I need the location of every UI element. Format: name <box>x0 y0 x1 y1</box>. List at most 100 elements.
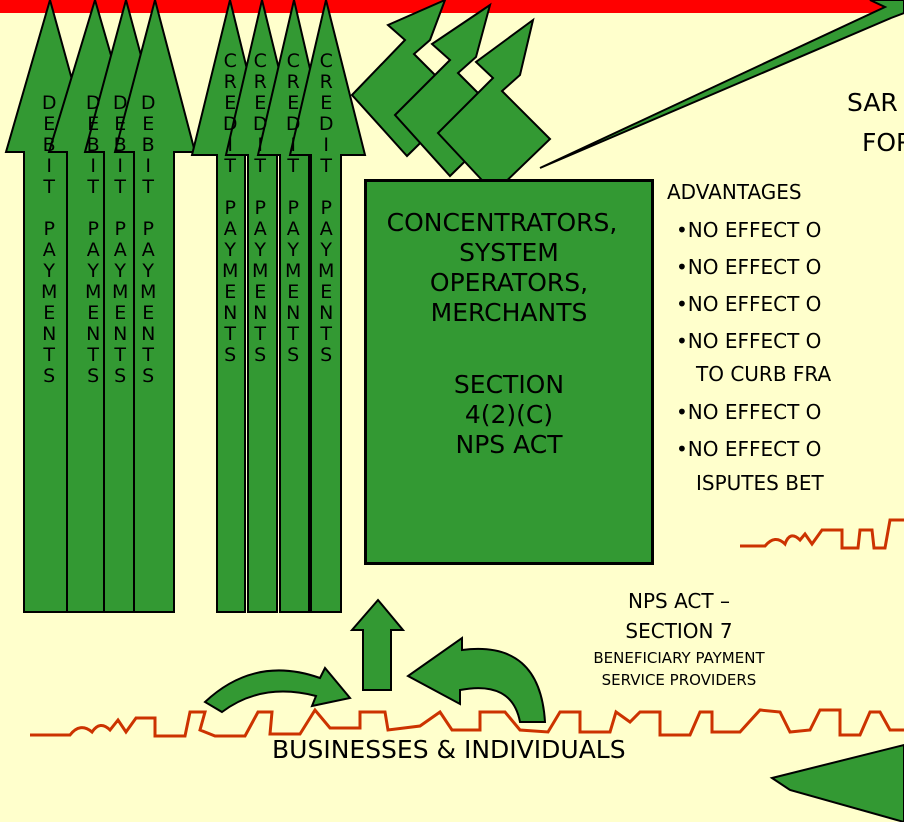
long-arrow <box>539 0 904 169</box>
arrow-letter: T <box>254 155 266 177</box>
arrow-letter: M <box>112 281 129 303</box>
arrow-letter: T <box>287 323 299 345</box>
nps-line-2: SECTION 7 <box>625 619 733 643</box>
arrow-letter: Y <box>287 239 299 261</box>
bullet-5: •NO EFFECT O <box>676 400 822 424</box>
debit-arrow-4 <box>113 0 197 613</box>
arrow-letter: M <box>41 281 58 303</box>
arrow-letter: E <box>254 281 267 303</box>
arrow-letter <box>323 177 329 198</box>
arrow-letter: I <box>117 155 123 177</box>
arrow-letter <box>257 177 263 198</box>
nps-section-7: NPS ACT – SECTION 7 BENEFICIARY PAYMENT … <box>544 586 814 690</box>
arrow-letter: E <box>287 281 300 303</box>
arrow-letter: M <box>140 281 157 303</box>
fan-arrows <box>350 0 904 195</box>
arrow-letter: S <box>114 365 127 387</box>
box-line-6: 4(2)(C) <box>464 400 554 429</box>
arrow-letter: P <box>224 197 236 219</box>
arrow-letter: D <box>140 92 156 114</box>
arrow-letter: M <box>318 260 335 282</box>
bullet-4-cont: TO CURB FRA <box>696 362 832 386</box>
arrow-letter: N <box>86 323 101 345</box>
arrow-letter: A <box>319 218 333 240</box>
arrow-letter: D <box>112 92 128 114</box>
right-title-2: FOR <box>862 128 904 157</box>
arrow-letter: D <box>41 92 57 114</box>
right-title-1: SAR <box>847 88 898 117</box>
bullet-2: •NO EFFECT O <box>676 255 822 279</box>
arrow-letter: A <box>141 239 155 261</box>
credit-arrows <box>190 0 367 613</box>
arrow-letter: E <box>142 302 155 324</box>
arrow-letter: I <box>90 155 96 177</box>
advantages-heading: ADVANTAGES <box>667 180 802 204</box>
arrow-letter: T <box>114 176 126 198</box>
arrow-letter: D <box>222 113 238 135</box>
arrow-letter: R <box>319 71 333 93</box>
bullet-6-cont: ISPUTES BET <box>696 471 824 495</box>
arrow-letter: S <box>142 365 155 387</box>
arrow-letter: T <box>320 155 332 177</box>
arrow-letter: E <box>320 281 333 303</box>
arrow-letter: I <box>257 134 263 156</box>
nps-line-4: SERVICE PROVIDERS <box>601 671 757 689</box>
arrow-letter: Y <box>114 260 126 282</box>
skyline-right-icon <box>740 518 904 550</box>
arrow-letter: D <box>85 92 101 114</box>
arrow-letter: E <box>87 302 100 324</box>
arrow-letter: D <box>285 113 301 135</box>
arrow-letter: S <box>320 344 333 366</box>
bullet-6: •NO EFFECT O <box>676 437 822 461</box>
box-line-3: OPERATORS, <box>429 268 589 297</box>
arrow-letter: T <box>287 155 299 177</box>
arrow-letter: Y <box>87 260 99 282</box>
arrow-letter: E <box>320 92 333 114</box>
arrow-letter: S <box>87 365 100 387</box>
arrow-letter: C <box>223 50 237 72</box>
arrow-letter: E <box>224 92 237 114</box>
curved-arrow-left <box>203 666 352 714</box>
arrow-letter: A <box>86 239 100 261</box>
box-line-7: NPS ACT <box>455 430 563 459</box>
arrow-letter: T <box>320 323 332 345</box>
bullet-4: •NO EFFECT O <box>676 329 822 353</box>
arrow-letter: R <box>286 71 300 93</box>
arrow-letter: P <box>287 197 299 219</box>
arrow-letter: I <box>323 134 329 156</box>
arrow-letter: E <box>114 302 127 324</box>
arrow-letter: S <box>287 344 300 366</box>
arrow-letter: N <box>286 302 301 324</box>
nps-line-1: NPS ACT – <box>628 589 730 613</box>
arrow-letter <box>290 177 296 198</box>
arrow-letter: P <box>114 218 126 240</box>
arrow-letter: C <box>253 50 267 72</box>
arrow-letter: D <box>318 113 334 135</box>
arrow-letter: E <box>114 113 127 135</box>
arrow-letter: P <box>320 197 332 219</box>
credit-arrow-4 <box>288 0 367 613</box>
arrow-letter: B <box>42 134 56 156</box>
arrow-letter: B <box>113 134 127 156</box>
arrow-letter: A <box>42 239 56 261</box>
arrow-letter: A <box>253 218 267 240</box>
arrow-letter: P <box>87 218 99 240</box>
arrow-letter: A <box>223 218 237 240</box>
arrow-letter: C <box>319 50 333 72</box>
arrow-letter: I <box>46 155 52 177</box>
bullet-1: •NO EFFECT O <box>676 218 822 242</box>
bullet-3: •NO EFFECT O <box>676 292 822 316</box>
arrow-letter: T <box>87 344 99 366</box>
arrow-letter <box>227 177 233 198</box>
arrow-letter: M <box>285 260 302 282</box>
arrow-letter: Y <box>320 239 332 261</box>
box-line-5: SECTION <box>453 370 565 399</box>
arrow-letter <box>145 198 151 219</box>
arrow-letter: N <box>253 302 268 324</box>
arrow-letter: E <box>142 113 155 135</box>
